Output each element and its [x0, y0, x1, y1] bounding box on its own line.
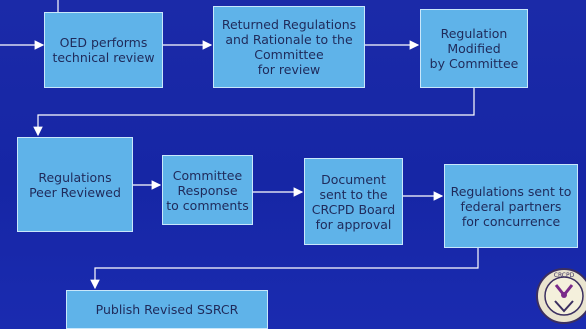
node-regulations-peer-reviewed: Regulations Peer Reviewed	[17, 137, 133, 232]
node-committee-response: Committee Response to comments	[162, 155, 253, 225]
seal-text: CRCPD	[554, 272, 575, 279]
node-regulation-modified: Regulation Modified by Committee	[420, 9, 528, 88]
node-returned-regulations: Returned Regulations and Rationale to th…	[213, 6, 365, 88]
node-oed-technical-review: OED performs technical review	[44, 12, 163, 88]
node-publish-revised-ssrcr: Publish Revised SSRCR	[66, 290, 268, 329]
connector-modified-to-peer	[33, 88, 475, 137]
connector-federal-to-publish	[90, 248, 479, 290]
crcpd-seal-logo: CRCPD	[536, 268, 586, 324]
node-sent-to-crcpd-board: Document sent to the CRCPD Board for app…	[304, 158, 403, 245]
node-sent-to-federal-partners: Regulations sent to federal partners for…	[444, 164, 578, 248]
